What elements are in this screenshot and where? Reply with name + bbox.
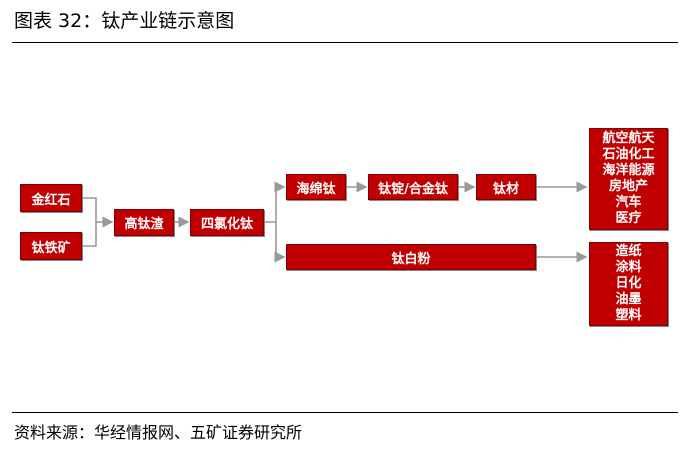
- bottom-divider: [12, 412, 678, 413]
- application-item: 医疗: [615, 211, 642, 226]
- node-ingot-alloy: 钛锭/合金钛: [368, 174, 458, 200]
- node-titanium-tetrachloride: 四氯化钛: [190, 209, 264, 236]
- application-item: 航空航天: [602, 131, 655, 146]
- source-note: 资料来源：华经情报网、五矿证券研究所: [14, 423, 303, 442]
- application-item: 油墨: [615, 292, 642, 307]
- application-item: 海洋能源: [602, 163, 655, 178]
- application-item: 涂料: [615, 260, 642, 275]
- application-item: 日化: [615, 276, 642, 291]
- node-titanium-dioxide: 钛白粉: [286, 244, 536, 270]
- application-item: 造纸: [615, 244, 642, 259]
- applications-sponge-list: 航空航天 石油化工 海洋能源 房地产 汽车 医疗: [589, 128, 668, 230]
- application-item: 石油化工: [602, 147, 655, 162]
- applications-pigment-list: 造纸 涂料 日化 油墨 塑料: [589, 242, 668, 326]
- node-titanium-material: 钛材: [476, 174, 536, 200]
- arrow-ores-to-slag: [82, 197, 112, 247]
- application-item: 房地产: [608, 179, 648, 194]
- node-rutile: 金红石: [20, 184, 82, 212]
- node-sponge-titanium: 海绵钛: [286, 174, 346, 200]
- top-divider: [12, 42, 678, 43]
- page-title: 图表 32：钛产业链示意图: [14, 10, 235, 32]
- application-item: 塑料: [615, 308, 642, 323]
- node-titanium-slag: 高钛渣: [114, 209, 174, 236]
- arrow-ticl4-branch: [264, 186, 283, 258]
- application-item: 汽车: [615, 195, 642, 210]
- node-ilmenite: 钛铁矿: [20, 232, 82, 260]
